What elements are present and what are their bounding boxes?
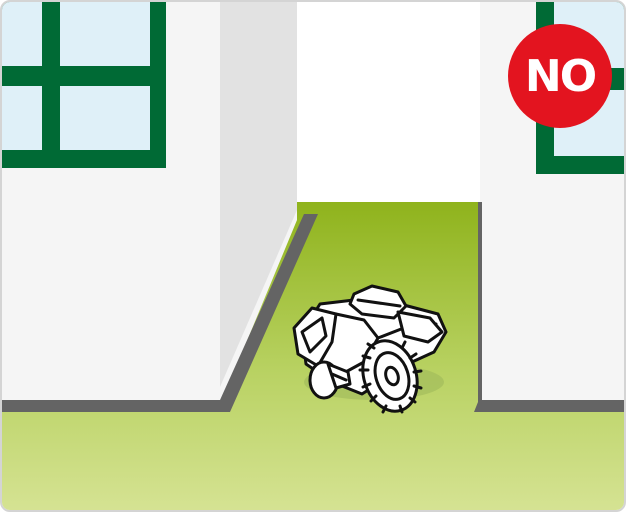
prohibited-badge: NO (508, 24, 612, 128)
left-curb (2, 214, 318, 412)
badge-text: NO (524, 50, 597, 102)
left-building (2, 2, 318, 412)
robotic-lawn-mower-icon (292, 284, 448, 414)
left-window (2, 2, 166, 168)
